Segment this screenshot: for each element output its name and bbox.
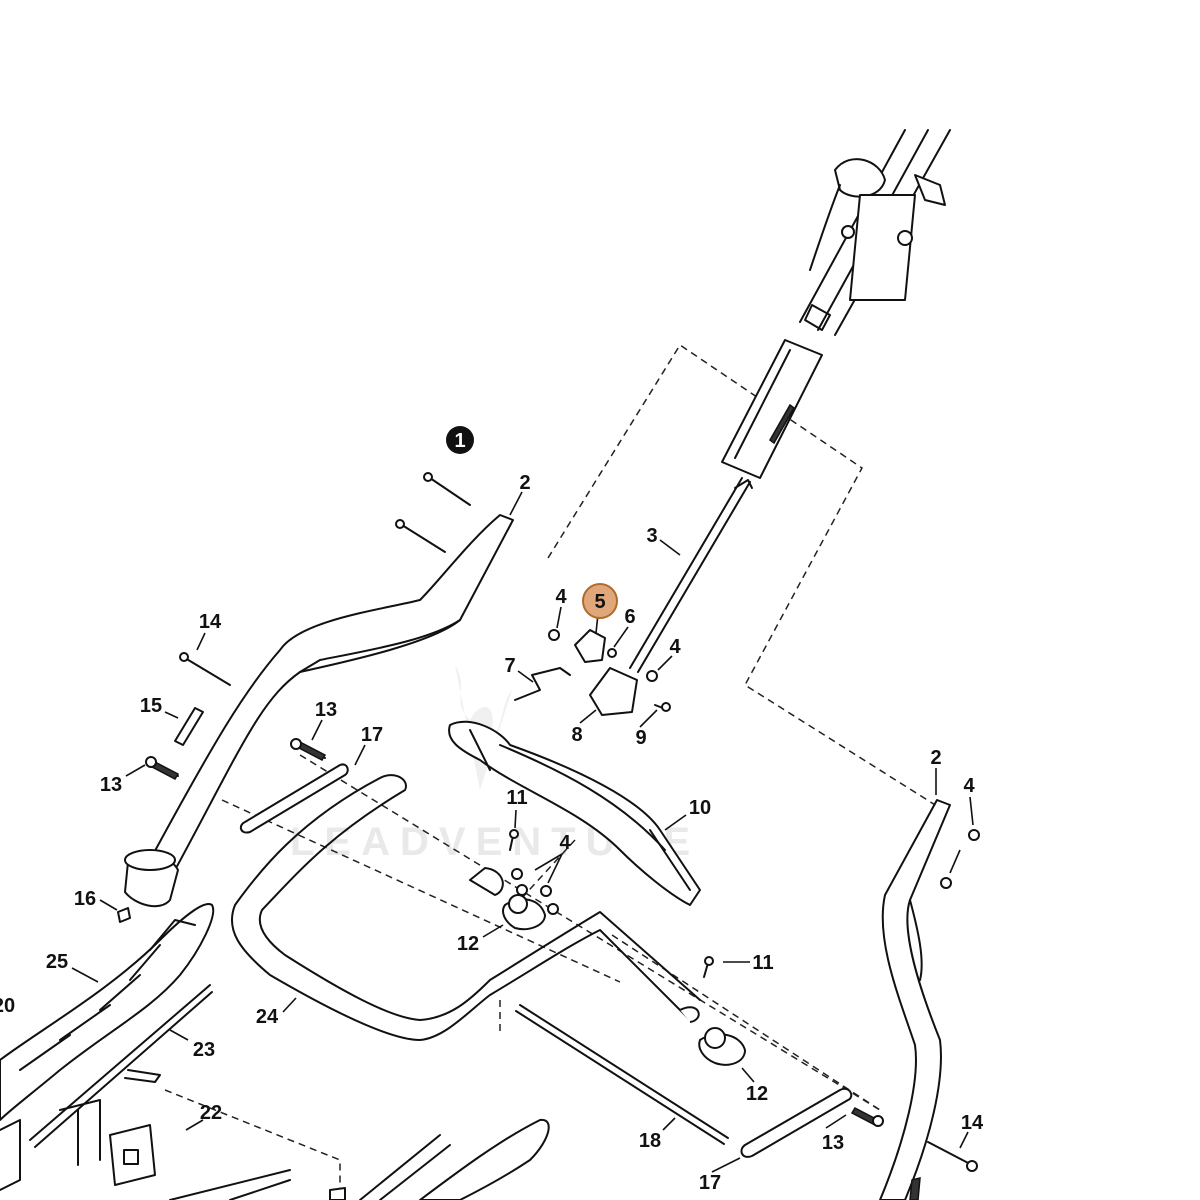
- dashed-guides: [164, 343, 941, 1200]
- left-handle-bar: [117, 514, 514, 923]
- callout-2-right[interactable]: 2: [930, 747, 941, 769]
- part-3-rod: [629, 477, 753, 673]
- part-15-sleeve: [174, 707, 204, 746]
- callout-4-right[interactable]: 4: [669, 636, 681, 658]
- callout-17-bottom[interactable]: 17: [699, 1172, 721, 1194]
- lower-left-parts: [0, 903, 550, 1200]
- right-handle-bar: [879, 799, 980, 1200]
- callout-23[interactable]: 23: [193, 1039, 215, 1061]
- callout-13-bottom[interactable]: 13: [822, 1132, 844, 1154]
- callout-7[interactable]: 7: [504, 655, 515, 677]
- callout-24[interactable]: 24: [256, 1006, 279, 1028]
- leader-lines: [71, 491, 974, 1173]
- part-4-nuts-middle: [511, 868, 559, 915]
- highlight-circle: [582, 583, 618, 619]
- pins-upper: [395, 472, 471, 553]
- part-12-knob-lower: [698, 1027, 746, 1066]
- part-18-rod: [515, 1004, 729, 1145]
- callout-13-upper[interactable]: 13: [315, 699, 337, 721]
- part-17-link-upper: [239, 763, 349, 834]
- callout-4-far-right[interactable]: 4: [963, 775, 975, 797]
- callout-6[interactable]: 6: [624, 606, 635, 628]
- part-10-grip: [448, 720, 701, 906]
- part-11-screw-upper: [509, 829, 519, 851]
- callout-4-upper[interactable]: 4: [555, 586, 567, 608]
- callout-11-upper[interactable]: 11: [506, 787, 527, 809]
- callout-9[interactable]: 9: [635, 727, 646, 749]
- cable-tube: [721, 339, 823, 479]
- callout-13-lower[interactable]: 13: [100, 774, 122, 796]
- callout-11-lower[interactable]: 11: [752, 952, 773, 974]
- upper-handle-assembly: [799, 129, 951, 336]
- part-13-bolts-left: [145, 738, 327, 780]
- part-11-screw-lower: [703, 956, 714, 978]
- callout-14-right[interactable]: 14: [961, 1112, 984, 1134]
- callout-12-lower[interactable]: 12: [746, 1083, 768, 1105]
- callout-22[interactable]: 22: [200, 1102, 222, 1124]
- part-14-right-pin: [927, 1141, 978, 1172]
- reference-badge-1[interactable]: 1: [446, 426, 474, 454]
- part-14-left-pin: [179, 652, 231, 686]
- callout-2-top[interactable]: 2: [519, 472, 530, 494]
- callout-10[interactable]: 10: [689, 797, 711, 819]
- callout-14-left[interactable]: 14: [199, 611, 222, 633]
- callout-20[interactable]: 20: [0, 995, 15, 1017]
- parts-4-9-cluster: [514, 629, 671, 716]
- callouts: 1 5 2 3 4 6 4 7 8 9 14 15 13 13 17 11 10…: [0, 426, 984, 1194]
- callout-18[interactable]: 18: [639, 1130, 661, 1152]
- part-12-knob-upper: [502, 894, 546, 931]
- callout-16[interactable]: 16: [74, 888, 96, 910]
- callout-25[interactable]: 25: [46, 951, 68, 973]
- callout-4-mid[interactable]: 4: [559, 832, 571, 854]
- callout-15[interactable]: 15: [140, 695, 162, 717]
- callout-12-upper[interactable]: 12: [457, 933, 479, 955]
- callout-8[interactable]: 8: [571, 724, 582, 746]
- callout-3[interactable]: 3: [646, 525, 657, 547]
- callout-17-upper[interactable]: 17: [361, 724, 383, 746]
- reference-badge-label: 1: [454, 430, 465, 452]
- highlighted-part-5[interactable]: 5: [582, 583, 618, 619]
- part-13-bolt-lower: [850, 1107, 884, 1127]
- highlight-label: 5: [594, 591, 605, 613]
- part-24-frame: [230, 774, 701, 1041]
- part-17-link-lower: [740, 1087, 853, 1158]
